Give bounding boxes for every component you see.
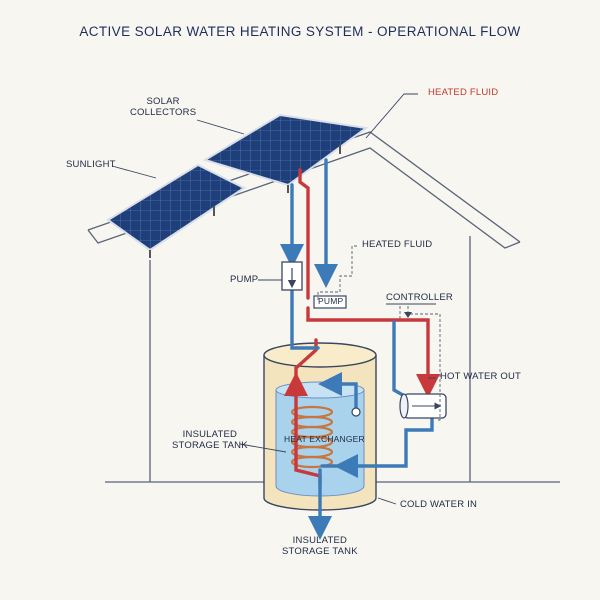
pump-box-device (313, 295, 347, 309)
controller-arrow (404, 312, 412, 318)
label-heated-fluid-top: HEATED FLUID (428, 87, 499, 98)
label-heated-fluid-mid: HEATED FLUID (362, 239, 433, 250)
heat-exchanger-coil (290, 405, 334, 469)
control-wiring (317, 245, 441, 421)
label-cold-water-in: COLD WATER IN (400, 499, 478, 510)
solar-panel-right (202, 113, 369, 193)
label-insulated-tank-side: INSULATED STORAGE TANK (172, 429, 248, 451)
pump-left-device (281, 261, 303, 291)
label-controller: CONTROLLER (386, 292, 453, 303)
label-pump-left: PUMP (230, 274, 259, 285)
sensor-bulb (351, 407, 361, 417)
controller-unit (399, 393, 447, 419)
solar-panel-left (106, 163, 246, 258)
leader-lines (111, 93, 436, 505)
label-solar-collectors: SOLAR COLLECTORS (130, 96, 197, 118)
label-hot-water-out: HOT WATER OUT (440, 371, 522, 382)
label-sunlight: SUNLIGHT (66, 159, 116, 170)
label-pump-box: PUMP (318, 296, 344, 306)
label-heat-exchanger: HEAT EXCHANGER (284, 434, 365, 444)
diagram-title: ACTIVE SOLAR WATER HEATING SYSTEM - OPER… (79, 24, 521, 39)
label-insulated-tank-bottom: INSULATED STORAGE TANK (282, 535, 358, 557)
